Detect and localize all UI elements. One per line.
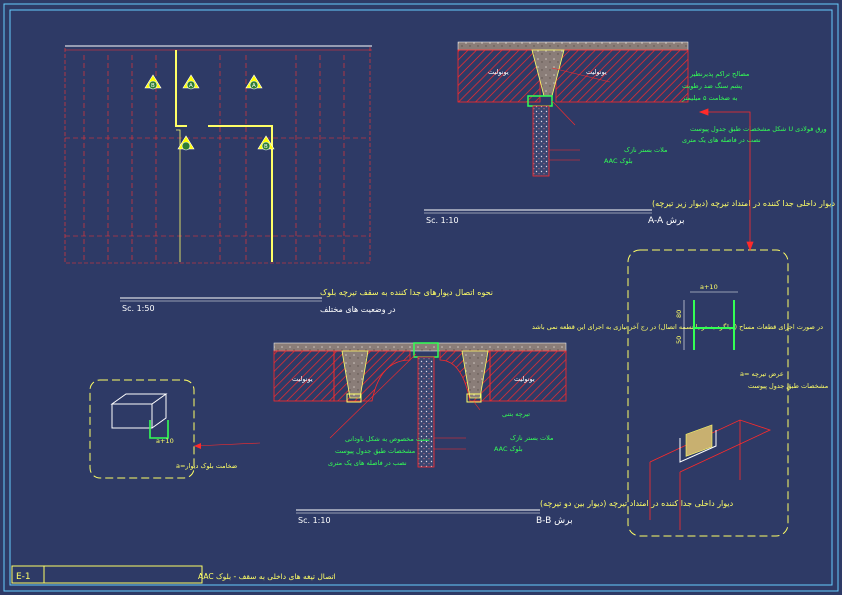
section-a-note-4: ورق فولادی U شکل مشخصات طبق جدول پیوست (690, 125, 827, 133)
clip-detail: a+10 ضخامت بلوک دیوار=a (89, 379, 261, 479)
section-b-block-left: یونولیت (292, 375, 313, 383)
section-b-right-note-1: تیرچه بتنی (502, 410, 530, 418)
section-a-note-6: ملات بستر نازک (624, 146, 668, 154)
leader-connector (698, 108, 754, 252)
section-b-label: برش B-B (536, 516, 573, 526)
section-b-left-note-3: نصب در فاصله های یک متری (328, 459, 407, 467)
title-block: E-1 اتصال تیغه های داخلی به سقف - بلوک A… (11, 565, 336, 584)
svg-text:A: A (252, 83, 256, 89)
clip-caption: ضخامت بلوک دیوار=a (176, 462, 238, 470)
section-markers (144, 74, 275, 151)
section-b-left-note-2: مشخصات طبق جدول پیوست (335, 447, 415, 455)
u-dim-a: 80 (675, 310, 683, 318)
section-b-right-note-3: بلوک AAC (494, 445, 523, 453)
u-dim-b: 50 (675, 336, 683, 344)
u-dim-top: a+10 (700, 283, 718, 291)
section-a-block-left: یونولیت (488, 68, 509, 76)
section-a-note-7: بلوک AAC (604, 157, 633, 165)
plan-marker-labels: B A A B (151, 83, 268, 150)
section-a-scale: Sc. 1:10 (426, 216, 459, 225)
section-a-note-2: پشم سنگ ضد رطوبت (682, 82, 742, 90)
section-b-title: دیوار داخلی جدا کننده در امتداد تیرچه (د… (540, 499, 734, 508)
section-b-top-note: در صورت اجرای قطعات مساح (میلگرد بستر یا… (532, 322, 823, 331)
u-caption-2: مشخصات طبق جدول پیوست (748, 382, 828, 390)
section-a-note-3: به ضخامت ۵ میلیمتر (681, 94, 738, 102)
sheet-title: اتصال تیغه های داخلی به سقف - بلوک AAC (198, 572, 336, 581)
section-a-a: یونولیت یونولیت مصالح تراکم پذیرنظیر پشم… (424, 41, 835, 226)
section-b-scale: Sc. 1:10 (298, 516, 331, 525)
plan-scale: Sc. 1:50 (122, 304, 155, 313)
section-a-note-5: نصب در فاصله های یک متری (682, 136, 761, 144)
section-a-note-1: مصالح تراکم پذیرنظیر (689, 70, 749, 78)
svg-text:B: B (151, 83, 155, 89)
outer-border (3, 3, 839, 592)
plan-subtitle: در وضعیت های مختلف (320, 305, 396, 314)
section-a-title: دیوار داخلی جدا کننده در امتداد تیرچه (د… (652, 199, 835, 208)
svg-text:B: B (264, 144, 268, 150)
section-b-block-right: یونولیت (514, 375, 535, 383)
section-a-label: برش A-A (648, 216, 685, 226)
section-b-b: در صورت اجرای قطعات مساح (میلگرد بستر یا… (273, 322, 823, 526)
section-b-right-note-2: ملات بستر نازک (510, 434, 554, 442)
plan-view: نحوه اتصال دیوارهای جدا کننده به سقف تیر… (64, 45, 493, 314)
inner-border (9, 9, 833, 586)
clip-dim: a+10 (156, 437, 174, 445)
sheet-code: E-1 (16, 572, 31, 582)
plan-title: نحوه اتصال دیوارهای جدا کننده به سقف تیر… (320, 288, 493, 297)
u-profile-detail: a+10 80 50 عرض تیرچه =a مشخصات طبق جدول … (627, 249, 828, 537)
section-a-block-right: یونولیت (586, 68, 607, 76)
section-b-left-note-1: بست مخصوص به شکل ناودانی (345, 435, 430, 443)
u-caption-1: عرض تیرچه =a (740, 370, 784, 378)
svg-text:A: A (189, 83, 193, 89)
